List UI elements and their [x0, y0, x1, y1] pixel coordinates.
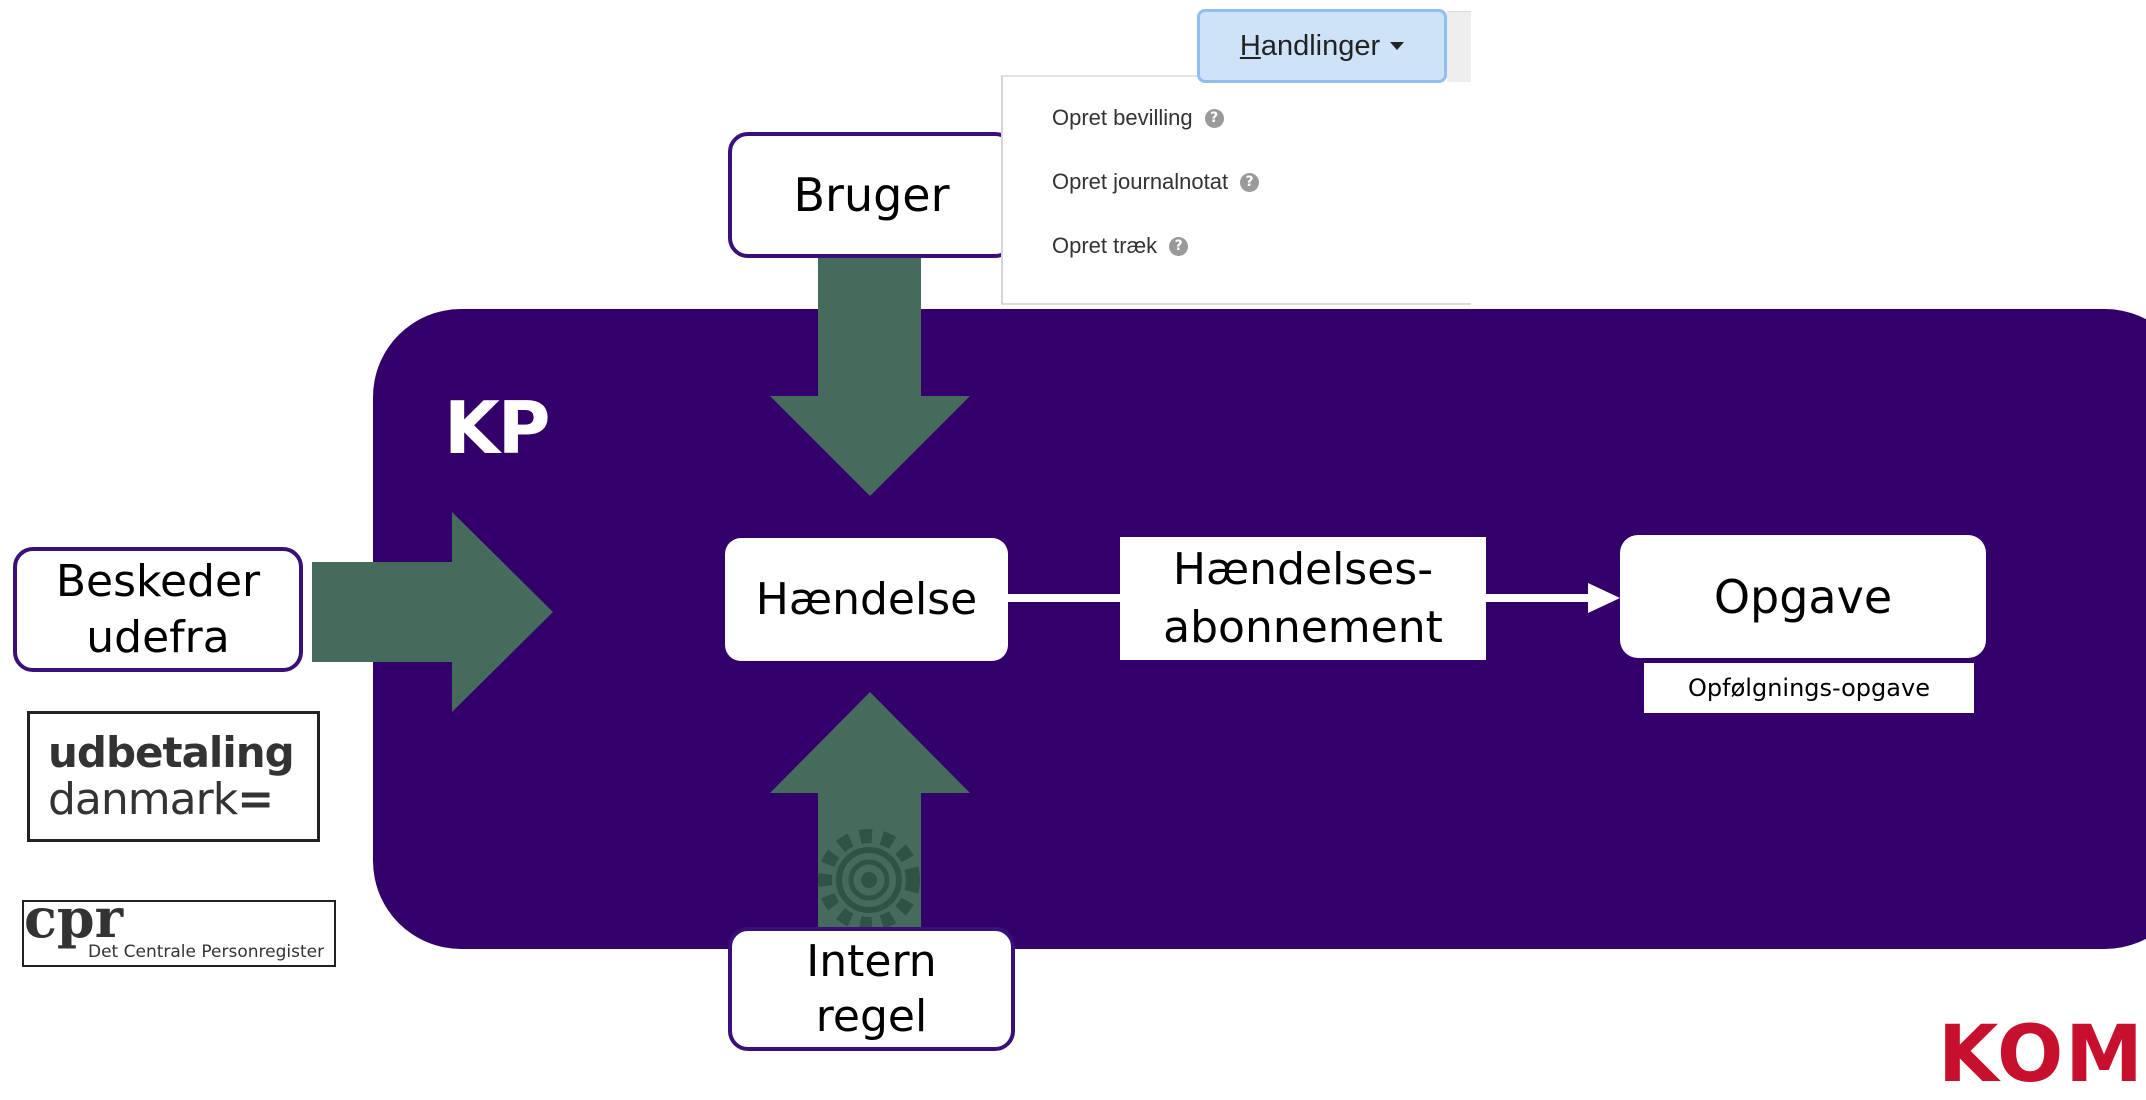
- haendelse-box: Hændelse: [725, 538, 1008, 661]
- help-icon[interactable]: ?: [1169, 236, 1189, 256]
- abonnement-label-line1: Hændelses-: [1172, 543, 1434, 595]
- udbetaling-logo-line2: danmark=: [48, 774, 274, 825]
- help-icon[interactable]: ?: [1240, 172, 1260, 192]
- kp-label: KP: [444, 386, 551, 470]
- udbetaling-danmark-logo: udbetaling danmark=: [27, 711, 320, 842]
- handlinger-menu: Opret bevilling ? Opret journalnotat ? O…: [1001, 75, 1471, 305]
- arrowhead-to-opgave: [1588, 583, 1620, 613]
- handlinger-button[interactable]: Handlinger: [1197, 9, 1447, 83]
- beskeder-udefra-box: Beskeder udefra: [13, 547, 303, 672]
- help-icon[interactable]: ?: [1204, 108, 1224, 128]
- menu-item-opret-traek[interactable]: Opret træk ?: [1052, 233, 1189, 259]
- handlinger-label: andlinger: [1260, 29, 1381, 62]
- intern-label-line1: Intern: [806, 936, 937, 987]
- gear-icon: [818, 829, 920, 931]
- opgave-box: Opgave: [1620, 535, 1986, 658]
- haendelses-abonnement-box: Hændelses- abonnement: [1120, 537, 1486, 660]
- abonnement-label-line2: abonnement: [1163, 601, 1443, 653]
- opfolgning-label: Opfølgnings-opgave: [1688, 674, 1930, 702]
- arrow-down-from-bruger: [770, 258, 970, 496]
- bruger-box: Bruger: [728, 132, 1015, 258]
- intern-label-line2: regel: [815, 991, 928, 1042]
- kombit-logo: KOMI: [1938, 1010, 2146, 1100]
- caret-down-icon: [1390, 41, 1405, 50]
- menu-item-opret-journalnotat[interactable]: Opret journalnotat ?: [1052, 169, 1260, 195]
- menu-item-label: Opret journalnotat: [1052, 169, 1229, 194]
- connector-haendelse-abonnement: [1008, 594, 1123, 602]
- beskeder-label-line1: Beskeder: [55, 555, 261, 607]
- opfolgnings-opgave-box: Opfølgnings-opgave: [1644, 663, 1974, 713]
- button-group-edge: [1447, 11, 1471, 82]
- cpr-logo-mark: cpr: [24, 886, 124, 950]
- haendelse-label: Hændelse: [755, 574, 978, 625]
- opgave-label: Opgave: [1713, 569, 1893, 624]
- intern-regel-box: Intern regel: [728, 927, 1015, 1051]
- cpr-logo-text: Det Centrale Personregister: [88, 942, 325, 962]
- arrow-up-from-intern: [770, 692, 970, 927]
- udbetaling-logo-line1: udbetaling: [48, 728, 295, 777]
- arrows-layer: [312, 258, 1620, 931]
- beskeder-label-line2: udefra: [86, 611, 230, 663]
- cpr-logo: cpr Det Centrale Personregister: [22, 886, 336, 967]
- menu-item-label: Opret træk: [1052, 233, 1158, 258]
- arrow-right-from-beskeder: [312, 512, 553, 712]
- connector-abonnement-opgave: [1486, 594, 1591, 602]
- handlinger-accesskey: H: [1239, 29, 1261, 62]
- menu-item-label: Opret bevilling: [1052, 105, 1193, 130]
- bruger-label: Bruger: [793, 168, 950, 222]
- menu-item-opret-bevilling[interactable]: Opret bevilling ?: [1052, 105, 1224, 131]
